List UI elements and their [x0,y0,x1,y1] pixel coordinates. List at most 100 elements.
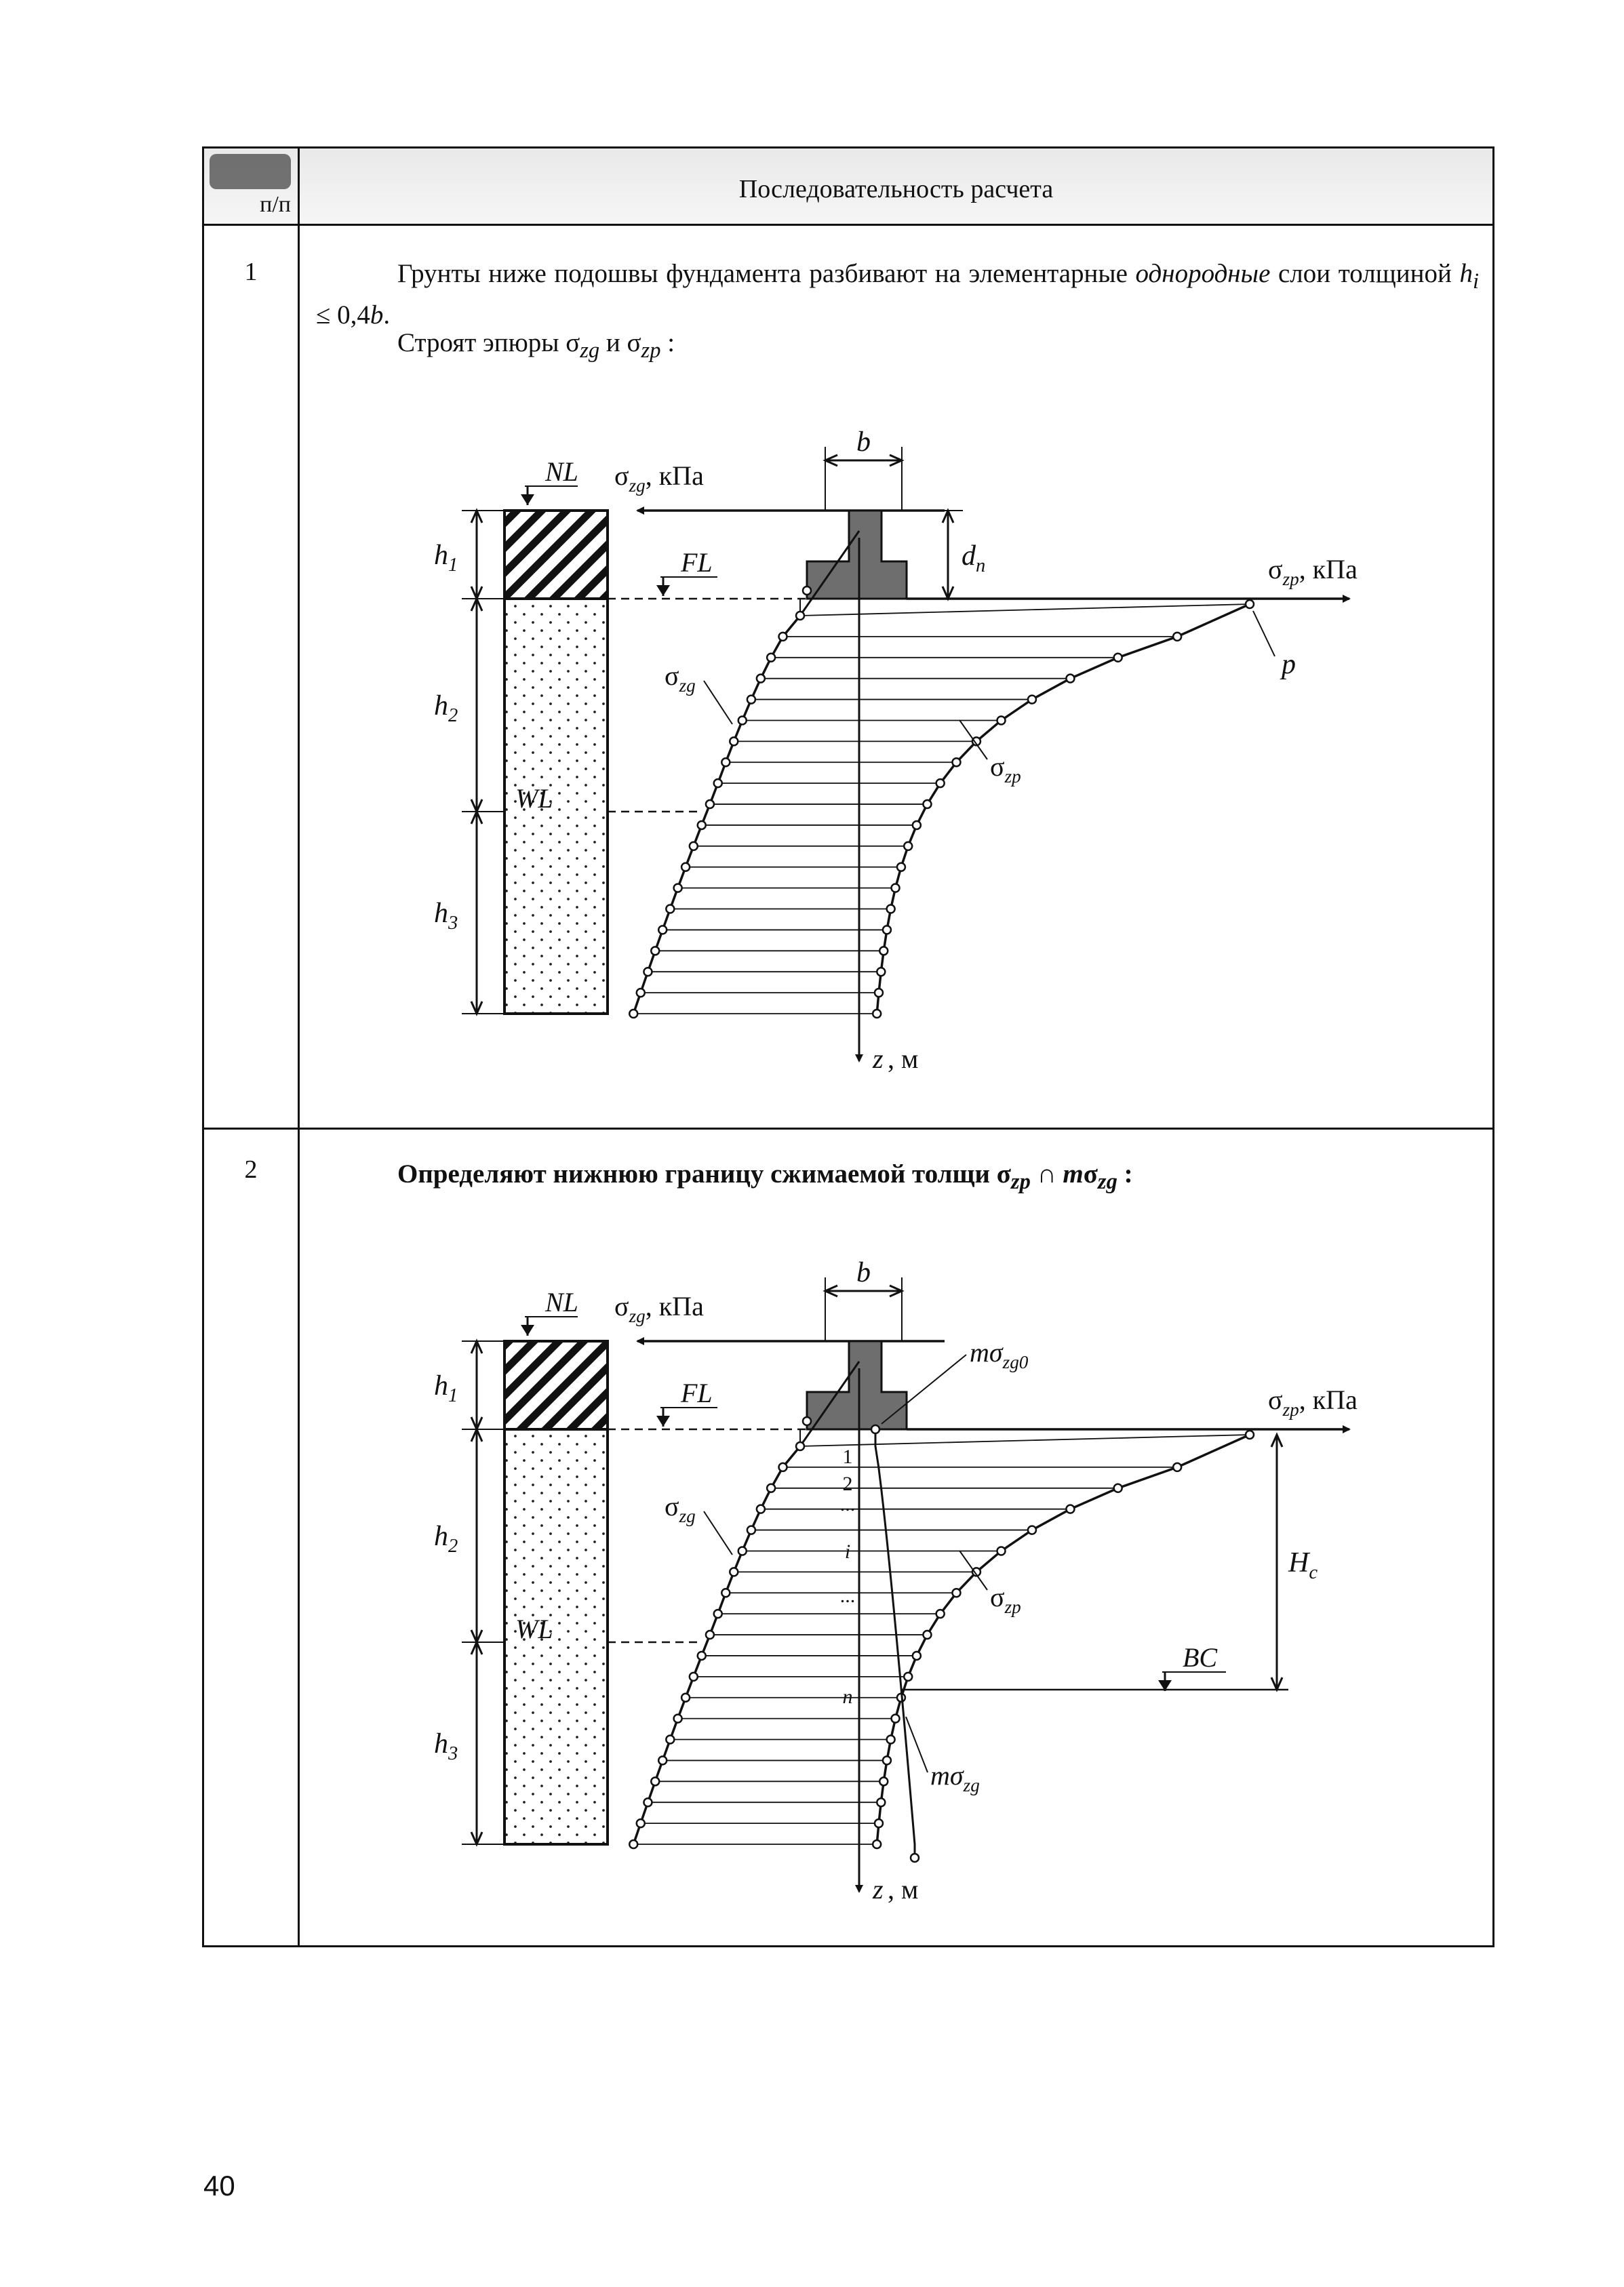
sigma-zg-point [635,1818,646,1829]
fl-marker-label: FL [680,1378,713,1408]
sigma-zp-axis-label-tail: , кПа [1299,1385,1358,1415]
sigma-zg-point [795,1441,806,1452]
nl-marker-label: NL [544,456,578,487]
layer-number-4: ... [840,1585,856,1607]
fl-marker-label: FL [680,547,713,578]
p-leader [1252,610,1275,657]
sigma-zp-label-main: σ [990,751,1005,782]
header-number-label: п/п [260,192,291,217]
h1-label-main: h [434,1370,448,1401]
sigma-zp-leader [959,719,988,760]
sigma-zg-point [755,1504,766,1514]
sigma-zg-point [766,1483,776,1494]
soil-layer-2-3 [503,597,609,1015]
row-2-text-end: : [1117,1159,1133,1189]
nl-marker-triangle [521,1325,534,1336]
sigma-zp-axis-label-main: σ [1268,554,1283,584]
row-1-text2-sub: zp [641,338,661,363]
z-axis-label: z [872,1043,884,1074]
sigma-zg-point [729,736,739,747]
m-sigma-zg0-leader [881,1354,967,1425]
layer-number-1: 2 [843,1473,853,1495]
sigma-zp-point [996,1546,1006,1556]
sigma-zp-axis-label-sub: zp [1282,1399,1299,1420]
sigma-zg-point [766,652,776,663]
sigma-zg-point [688,841,699,852]
sigma-zp-point [911,820,922,831]
fl-marker-triangle [656,585,670,596]
stress-stripe [799,603,1250,616]
sigma-zp-point [903,1671,913,1682]
sigma-zp-point [911,1650,922,1661]
sigma-zp-point [882,1755,892,1766]
fl-marker-label-main: FL [680,1378,713,1408]
header-number-smudge [210,154,291,189]
sigma-zp-curve [875,603,1250,1014]
layer-number-3-main: i [845,1540,850,1563]
layer-number-2-main: ... [840,1493,856,1515]
sigma-zg-label: σzg [665,660,696,696]
sigma-zp-point [873,987,884,998]
row-2-text-part: σ [1083,1159,1098,1189]
sigma-zg-label-sub: zg [679,675,696,696]
layer-number-0: 1 [843,1446,853,1468]
dn-label: dn [962,540,985,576]
b-label-main: b [856,1257,871,1288]
b-arrow-left [823,454,838,467]
b-label: b [856,426,871,458]
sigma-zg-axis-label-main: σ [614,460,629,491]
fl-marker-triangle [656,1416,670,1427]
sigma-zp-point [890,1713,900,1724]
sigma-zp-point [886,904,896,914]
row-1-formula-sub: i [1472,269,1480,294]
b-label-main: b [856,426,871,458]
sigma-zg-point [721,757,731,768]
sigma-zg-point [643,1797,653,1808]
dn-label-main: d [962,540,976,572]
sigma-zp-label: σzp [990,1582,1021,1617]
sigma-zp-axis-label-main: σ [1268,1385,1283,1415]
header-title: Последовательность расчета [738,175,1054,203]
row-2-text-sub: zp [1010,1169,1031,1194]
layer-number-3: i [845,1540,850,1563]
sigma-zg-axis-label: σzg, кПа [614,1291,704,1326]
b-arrow-right [889,1284,905,1298]
sigma-zg-axis-label-tail: , кПа [646,1291,704,1321]
layer-number-0-main: 1 [843,1446,853,1468]
sigma-zg-point [778,631,788,642]
wl-label-main: WL [515,783,553,814]
h3-label-main: h [434,1728,448,1759]
sigma-zp-point [1065,673,1075,683]
m-sigma-zg0-point [870,1424,881,1435]
fl-marker-label-main: FL [680,547,713,578]
row-1-number: 1 [244,258,258,286]
sigma-zp-point [1172,1462,1183,1473]
sigma-zg-point [657,1755,668,1766]
z-axis-unit-main: , м [888,1874,918,1905]
sigma-zp-point [886,1734,896,1745]
b-label: b [856,1257,871,1288]
sigma-zp-point [873,1818,884,1829]
sigma-zg-point [705,1629,715,1640]
layer-number-1-main: 2 [843,1473,853,1495]
sigma-zp-axis-label-sub: zp [1282,569,1299,589]
sigma-zp-point [996,715,1006,725]
row-2-text: Определяют нижнюю границу сжимаемой толщ… [316,1157,1479,1199]
sigma-zp-point [1113,652,1123,663]
sigma-zp-point [922,799,932,810]
sigma-zp-leader [959,1550,988,1591]
sigma-zg-point [801,585,812,596]
h1-label-sub: 1 [448,1385,458,1406]
sigma-zg-point [755,673,766,683]
sigma-zp-label-main: σ [990,1582,1005,1612]
row-2-text-m: m [1063,1159,1084,1189]
row-1-text-part: Грунты ниже подошвы фундамента разбивают… [397,259,1136,288]
h2-label-main: h [434,1521,448,1552]
row-1-text2-part: и σ [599,328,641,357]
m-sigma-zg-curve [874,1429,916,1858]
b-arrow-right [889,454,905,467]
hc-label: Hc [1288,1547,1318,1583]
column-divider [298,148,300,1945]
nl-marker-label-main: NL [544,1287,578,1317]
